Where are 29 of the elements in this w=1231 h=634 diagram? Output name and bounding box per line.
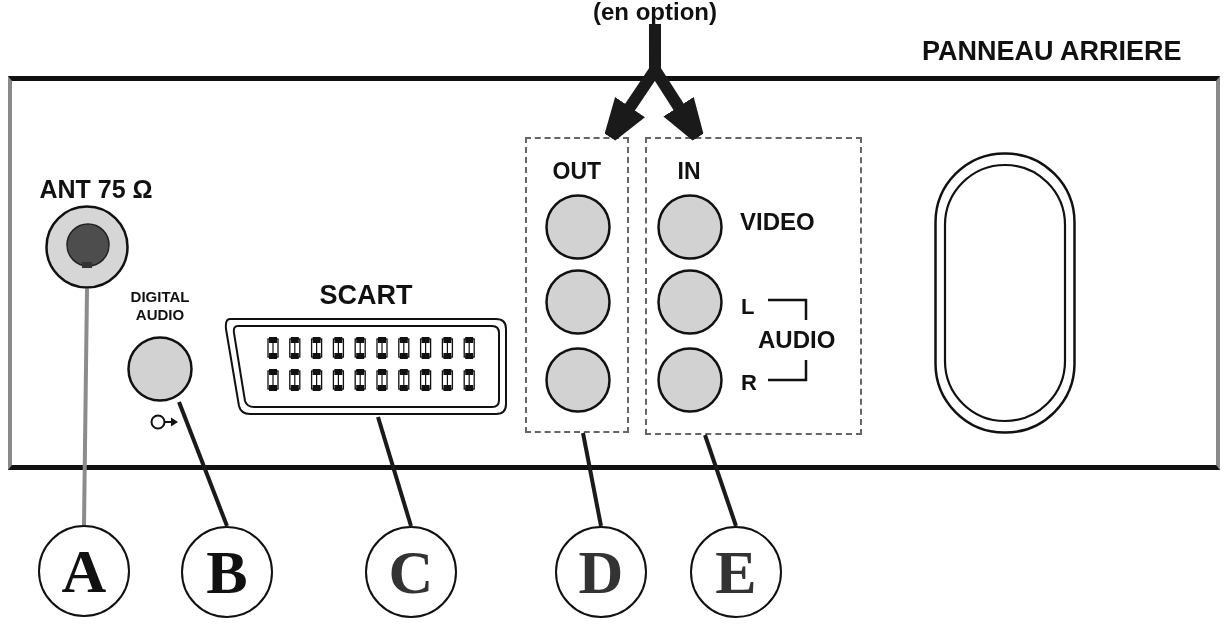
dashed-group-frame: [525, 137, 629, 433]
group-heading: IN: [677, 160, 701, 183]
rca-jack: [657, 269, 723, 335]
callout-letter: E: [690, 526, 782, 618]
rca-jack: [545, 347, 611, 413]
jack-label: R: [741, 372, 757, 394]
leader-line: [376, 416, 413, 527]
rca-jack: [657, 347, 723, 413]
jack-label: VIDEO: [740, 210, 815, 234]
connector-label: ANT 75 Ω: [39, 177, 153, 202]
option-note: (en option): [593, 0, 717, 24]
leader-line: [703, 434, 738, 527]
jack-label: L: [741, 296, 755, 318]
rca-jack: [545, 194, 611, 260]
panel-title: PANNEAU ARRIERE: [922, 38, 1182, 65]
leader-line: [177, 401, 229, 527]
bracket-label: AUDIO: [758, 328, 836, 352]
rca-jack: [657, 194, 723, 260]
callout-letter: C: [365, 526, 457, 618]
callout-letter: A: [38, 525, 130, 617]
group-heading: OUT: [552, 160, 602, 183]
leader-line: [581, 432, 603, 527]
connector-label: DIGITAL AUDIO: [129, 288, 191, 324]
leader-line: [82, 288, 89, 526]
connector-label: SCART: [319, 282, 413, 309]
dashed-group-frame: [645, 137, 862, 435]
callout-letter: B: [181, 526, 273, 618]
rca-jack: [545, 269, 611, 335]
callout-letter: D: [555, 526, 647, 618]
